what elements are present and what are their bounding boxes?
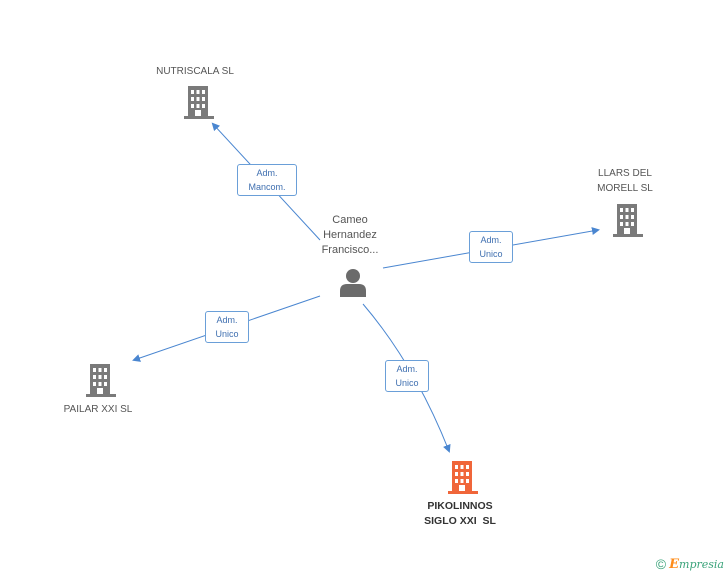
company-label-pailar[interactable]: PAILAR XXI SL bbox=[48, 402, 148, 417]
company-label-line: MORELL SL bbox=[597, 183, 653, 194]
company-label-line: NUTRISCALA SL bbox=[156, 66, 234, 77]
brand-initial: E bbox=[669, 557, 680, 572]
edge-label-line: Unico bbox=[395, 378, 419, 388]
person-label[interactable]: Cameo Hernandez Francisco... bbox=[300, 213, 400, 258]
edge-label-nutriscala: Adm. Mancom. bbox=[237, 164, 297, 196]
brand-logo: Empresia bbox=[669, 557, 724, 572]
footer-brand[interactable]: © Empresia bbox=[656, 556, 724, 572]
person-label-line: Hernandez bbox=[323, 229, 377, 241]
building-icon[interactable] bbox=[184, 86, 214, 119]
company-label-pikolinnos[interactable]: PIKOLINNOS SIGLO XXI SL bbox=[400, 499, 520, 529]
brand-name: mpresia bbox=[679, 558, 724, 571]
edge-label-line: Adm. bbox=[480, 235, 502, 245]
edge-label-line: Adm. bbox=[396, 364, 418, 374]
building-icon[interactable] bbox=[448, 461, 478, 494]
company-label-line: SIGLO XXI SL bbox=[424, 515, 496, 527]
edge-label-pailar: Adm. Unico bbox=[205, 311, 249, 343]
edge-label-line: Mancom. bbox=[248, 182, 286, 192]
building-icon[interactable] bbox=[613, 204, 643, 237]
company-label-nutriscala[interactable]: NUTRISCALA SL bbox=[140, 64, 250, 79]
copyright-icon: © bbox=[655, 556, 667, 572]
person-label-line: Francisco... bbox=[321, 244, 379, 256]
company-label-line: PAILAR XXI SL bbox=[63, 404, 133, 415]
person-label-line: Cameo bbox=[332, 214, 368, 226]
company-label-line: LLARS DEL bbox=[598, 168, 652, 179]
person-icon[interactable] bbox=[340, 269, 366, 297]
building-icon[interactable] bbox=[86, 364, 116, 397]
edge-label-line: Adm. bbox=[216, 315, 238, 325]
edge-label-line: Adm. bbox=[256, 168, 278, 178]
company-label-line: PIKOLINNOS bbox=[427, 500, 493, 512]
edge-label-line: Unico bbox=[215, 329, 239, 339]
edge-label-line: Unico bbox=[479, 249, 503, 259]
edge-label-pikolinnos: Adm. Unico bbox=[385, 360, 429, 392]
edge-label-llars: Adm. Unico bbox=[469, 231, 513, 263]
company-label-llars[interactable]: LLARS DEL MORELL SL bbox=[575, 166, 675, 196]
